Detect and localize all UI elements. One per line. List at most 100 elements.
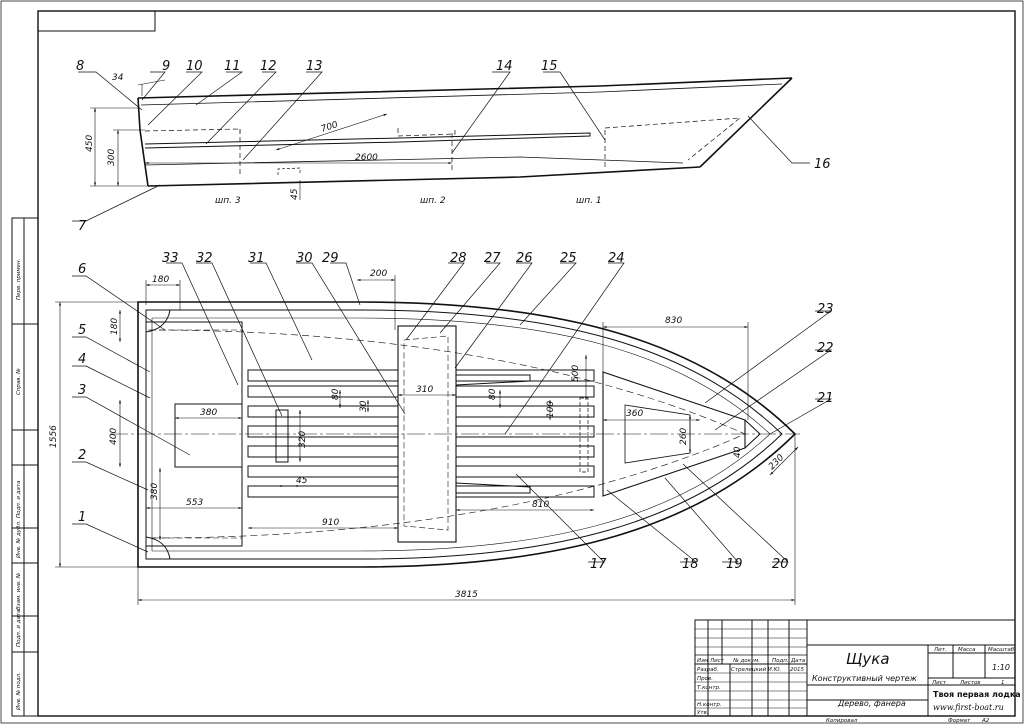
sign-date: 2015 [790,667,804,673]
dim-label: 360 [626,409,643,419]
callout-2: 2 [78,448,86,463]
callout-22: 22 [817,341,834,356]
callout-3: 3 [78,383,86,398]
col-header: Лист [709,658,725,664]
left-stamp-column [11,217,39,717]
bow-block [579,397,589,473]
seat-dashed-2 [403,335,449,531]
stem-head [744,419,761,449]
stamp-label: Справ. № [16,368,22,395]
callout-32: 32 [196,251,213,266]
inner-hidden [144,128,241,133]
company-site: www.first-boat.ru [933,703,1004,712]
slat-stringer [275,409,289,463]
callout-20: 20 [772,557,789,572]
format-value: А2 [981,718,990,724]
col-header: Изм [697,658,708,664]
frame-label: шп. 1 [576,196,602,206]
dim-label: 300 [107,149,117,166]
callout-labels: 1 2 3 4 5 6 7 8 9 10 11 12 13 14 15 16 1… [76,59,834,572]
dim-label: 400 [109,428,119,445]
floor-slats [247,369,595,498]
dim-label: 553 [186,498,203,508]
dim-label: 310 [416,385,433,395]
callout-16: 16 [814,157,831,172]
seat-hidden [397,127,456,137]
dim-label: 2600 [355,153,378,163]
keel-block [277,167,301,175]
dim-label: 45 [296,476,308,486]
title-block [694,619,1016,717]
callout-5: 5 [78,323,86,338]
sheet-label: Лист [931,680,947,686]
floor-slat [247,385,399,398]
hull-sheer-line [137,77,793,99]
dim-label: 30 [359,400,369,412]
callout-11: 11 [224,59,241,74]
dim-label: 40 [733,446,743,458]
title-block-text: Изм Лист № докум. Подп. Дата Разраб. Про… [697,647,1021,724]
lit-label: Лит. [933,647,947,653]
dim-label: 700 [320,120,340,135]
stamp-label: Перв. примен. [16,258,22,300]
callout-25: 25 [560,251,577,266]
side-view [137,77,793,187]
dim-label: 810 [532,500,549,510]
callout-9: 9 [162,59,170,74]
seat-dashed-1 [150,329,243,539]
role-label: Утв. [697,710,709,716]
callout-15: 15 [541,59,558,74]
stamp-label: Инв. № подл. [16,672,22,710]
floor-slat [455,465,595,478]
dim-label: 100 [546,401,556,418]
role-label: Т.контр. [697,685,721,691]
bow-slat-top [455,374,531,386]
dim-label: 200 [370,269,387,279]
hull-outer-outline [137,301,797,568]
dim-label: 830 [665,316,682,326]
corner-knee-top [145,309,171,333]
stringer [144,132,591,149]
col-header: № докум. [732,658,760,664]
transom-line [137,97,149,187]
mass-label: Масса [958,647,976,653]
corner-knee-bottom [145,536,171,560]
callout-28: 28 [450,251,467,266]
dim-label: 180 [110,318,120,335]
dim-label: 3815 [455,590,478,600]
dim-label: 1556 [49,425,59,448]
plan-view [110,301,800,568]
dim-label: 34 [112,73,124,83]
callout-4: 4 [78,352,86,367]
dim-label: 500 [571,365,581,382]
plan-view-dimensions [55,275,799,605]
callout-31: 31 [248,251,265,266]
floor-slat [247,445,399,458]
dim-label: 380 [200,408,217,418]
hull-inner-line [151,317,771,552]
dim-label: 260 [679,428,689,445]
sheets-value: 1 [1001,680,1005,686]
callout-8: 8 [76,59,84,74]
callout-29: 29 [322,251,339,266]
drawing-subtitle: Конструктивный чертеж [812,674,918,683]
chine-line [144,156,684,166]
dim-label: 910 [322,518,339,528]
callout-12: 12 [260,59,277,74]
material: Дерево, фанера [837,699,906,708]
copied-label: Копировал [826,718,858,724]
drawing-frame [37,10,1016,717]
callout-13: 13 [306,59,323,74]
floor-slat [455,425,595,438]
floor-slat [455,445,595,458]
dim-label: 45 [290,188,300,200]
col-header: Подп. [772,658,789,664]
scale-label: Масштаб [988,647,1015,653]
left-stamp-labels: Перв. примен. Справ. № Подп. и дата Инв.… [16,258,22,710]
dim-label: 80 [331,388,341,400]
callout-14: 14 [496,59,513,74]
drawing-name: Щука [846,650,890,668]
plan-view-dimension-labels: 180 180 200 830 1556 400 380 380 553 80 … [49,269,786,600]
role-label: Н.контр. [697,702,722,708]
